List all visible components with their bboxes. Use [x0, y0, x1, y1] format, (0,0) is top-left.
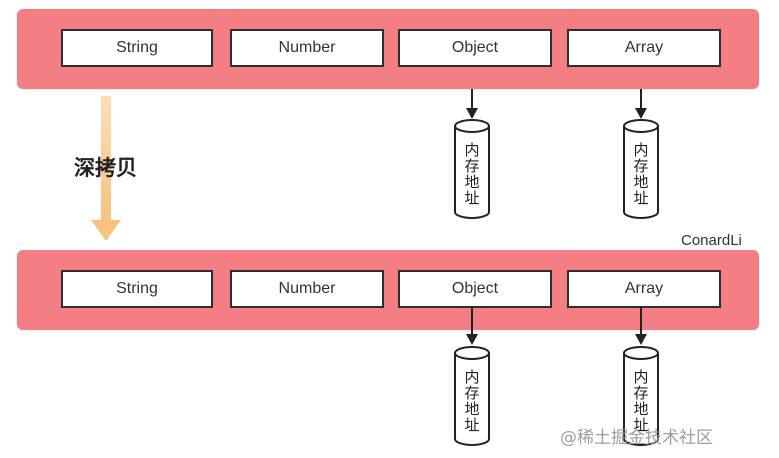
memory-address-cylinder: 内存地址 [622, 345, 660, 447]
array-cell: Array [567, 29, 721, 67]
memory-address-label: 内存地址 [462, 142, 481, 206]
memory-address-cylinder: 内存地址 [622, 118, 660, 220]
original-object-band: String Number Object Array [17, 9, 759, 89]
watermark: @稀土掘金技术社区 [560, 428, 713, 448]
array-cell: Array [567, 270, 721, 308]
array-pointer-arrow [635, 89, 647, 119]
memory-address-cylinder: 内存地址 [453, 118, 491, 220]
object-cell: Object [398, 29, 552, 67]
deep-copy-arrow [91, 96, 121, 241]
array-pointer-arrow [635, 307, 647, 345]
memory-address-label: 内存地址 [462, 369, 481, 433]
object-pointer-arrow [466, 307, 478, 345]
number-cell: Number [230, 29, 384, 67]
number-cell: Number [230, 270, 384, 308]
memory-address-label: 内存地址 [631, 369, 650, 433]
string-cell: String [61, 29, 213, 67]
object-cell: Object [398, 270, 552, 308]
author-label: ConardLi [681, 232, 742, 249]
memory-address-cylinder: 内存地址 [453, 345, 491, 447]
memory-address-label: 内存地址 [631, 142, 650, 206]
deep-copy-label: 深拷贝 [74, 156, 137, 180]
copied-object-band: String Number Object Array [17, 250, 759, 330]
string-cell: String [61, 270, 213, 308]
object-pointer-arrow [466, 89, 478, 119]
